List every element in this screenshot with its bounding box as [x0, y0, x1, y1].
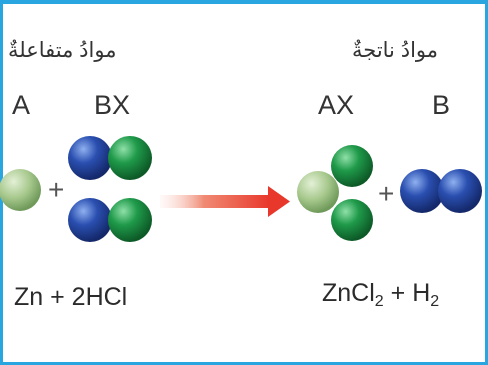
atom-x-reactant-top [108, 136, 152, 180]
atom-x-reactant-bottom [108, 198, 152, 242]
atom-b-product-left [400, 169, 444, 213]
atom-b-reactant-bottom [68, 198, 112, 242]
products-plus-sign: + [378, 178, 395, 209]
products-equation-plus-h: + H [383, 279, 431, 307]
reaction-arrow [160, 186, 290, 217]
atom-b-reactant-top [68, 136, 112, 180]
label-a: A [12, 90, 31, 120]
atom-b-product-right [438, 169, 482, 213]
label-bx: BX [94, 90, 131, 120]
atom-a-reactant [0, 169, 41, 211]
reactants-equation: Zn + 2HCl [14, 283, 128, 311]
products-heading: موادُ ناتجةٌ [352, 39, 439, 62]
atom-x-product-bottom [331, 199, 373, 241]
products-equation-zncl: ZnCl [322, 279, 375, 307]
reactants-plus-sign: + [48, 174, 65, 205]
atom-a-product [297, 171, 339, 213]
products-equation: ZnCl2 + H2 [322, 281, 439, 310]
products-equation-subscript-2: 2 [430, 293, 440, 310]
label-b: B [432, 90, 451, 120]
products-equation-subscript-1: 2 [374, 293, 384, 310]
reactants-heading: موادُ متفاعلةٌ [8, 39, 117, 62]
label-ax: AX [318, 90, 355, 120]
atom-x-product-top [331, 145, 373, 187]
